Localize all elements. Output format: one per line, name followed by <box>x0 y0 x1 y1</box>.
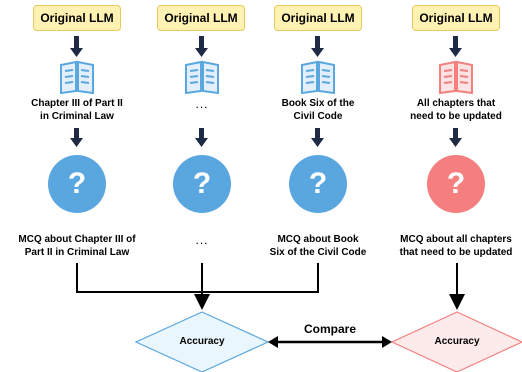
original-llm-label: Original LLM <box>164 11 238 25</box>
mcq-label-4: MCQ about all chapters that need to be u… <box>399 234 513 258</box>
original-llm-box-2: Original LLM <box>157 5 245 31</box>
arrow-down-icon <box>311 36 324 57</box>
original-llm-label: Original LLM <box>40 11 114 25</box>
merge-bracket <box>76 263 319 310</box>
book-label-2: ... <box>195 97 209 111</box>
original-llm-box-3: Original LLM <box>274 5 362 31</box>
accuracy-diamond-right <box>390 311 522 372</box>
question-icon: ? <box>289 155 347 213</box>
accuracy-diamond-left <box>134 311 270 372</box>
arrow-down-icon <box>195 36 208 57</box>
accuracy-label-left: Accuracy <box>179 336 225 347</box>
book-icon <box>60 60 94 94</box>
double-arrow-icon <box>268 336 392 348</box>
book-label-3: Book Six of the Civil Code <box>281 98 355 122</box>
arrow-down-icon <box>449 36 462 57</box>
mcq-label-3: MCQ about Book Six of the Civil Code <box>269 234 367 258</box>
question-icon: ? <box>427 155 485 213</box>
question-icon: ? <box>173 155 231 213</box>
arrow-down-icon <box>70 128 83 147</box>
original-llm-box-1: Original LLM <box>33 5 121 31</box>
arrow-down-icon <box>195 128 208 147</box>
accuracy-label-right: Accuracy <box>434 336 480 347</box>
original-llm-label: Original LLM <box>281 11 355 25</box>
book-icon <box>439 60 473 94</box>
question-icon: ? <box>48 155 106 213</box>
book-label-1: Chapter III of Part II in Criminal Law <box>31 98 123 122</box>
compare-label: Compare <box>303 322 356 336</box>
arrow-down-icon <box>311 128 324 147</box>
original-llm-label: Original LLM <box>419 11 493 25</box>
arrow-down-icon <box>70 36 83 57</box>
mcq-label-2: ... <box>195 233 209 247</box>
book-icon <box>185 60 219 94</box>
arrow-down-icon <box>449 128 462 147</box>
mcq-label-1: MCQ about Chapter III of Part II in Crim… <box>18 234 136 258</box>
book-label-4: All chapters that need to be updated <box>410 98 502 122</box>
original-llm-box-4: Original LLM <box>412 5 500 31</box>
book-icon <box>301 60 335 94</box>
